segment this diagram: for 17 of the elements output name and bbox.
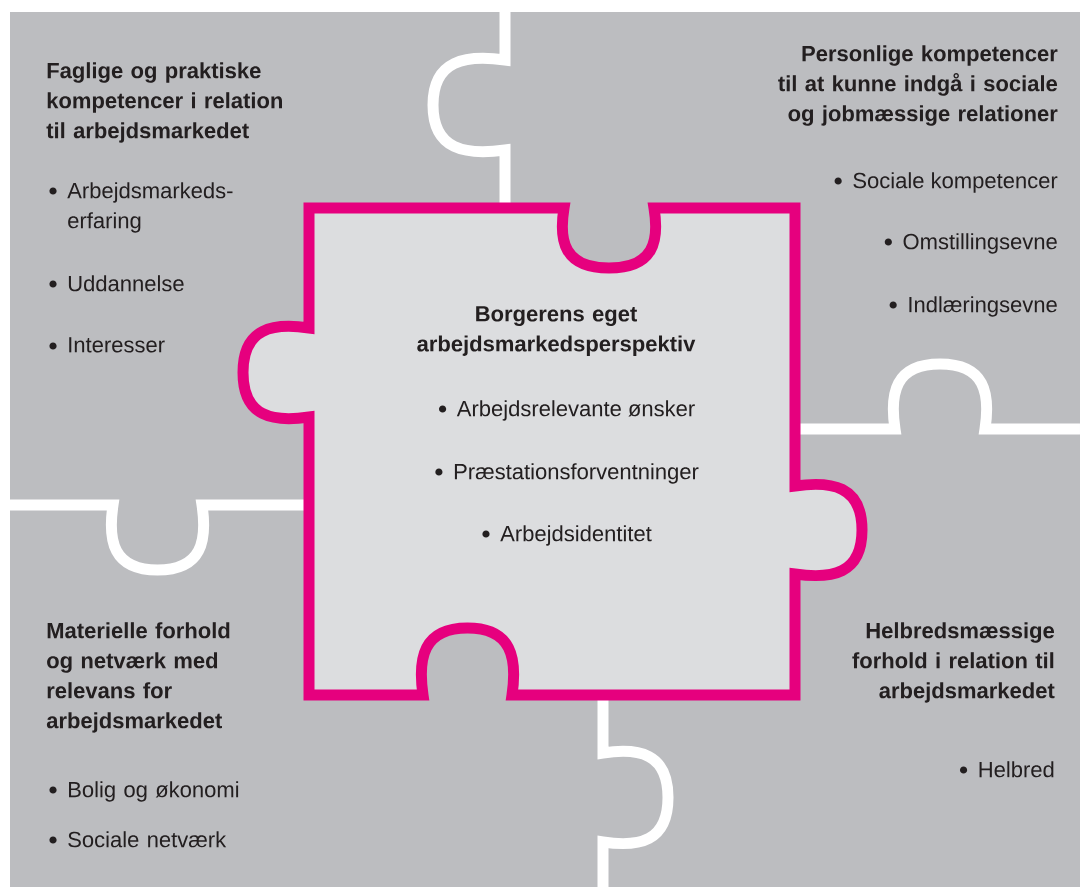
bullet-item: Arbejdsrelevante ønsker: [439, 400, 695, 421]
heading: Materielle forhold og netværk med relevans for arbejdsmarkedet: [46, 622, 230, 733]
bullet-item: Arbejdsmarkeds- erfaring: [49, 182, 233, 233]
bullet-item: Sociale kompetencer: [834, 172, 1058, 193]
bullet-item: Omstillingsevne: [884, 233, 1057, 254]
heading: Personlige kompetencer til at kunne indgå i sociale og jobmæssige relationer: [778, 45, 1058, 126]
bullet-item: Arbejdsidentitet: [482, 525, 652, 546]
heading: Faglige og praktiske kompetencer i relation til arbejdsmarkedet: [46, 62, 282, 143]
bullet-item: Indlæringsevne: [889, 296, 1057, 317]
bullet-item: Præstationsforventninger: [435, 463, 699, 484]
bullet-item: Uddannelse: [49, 275, 184, 292]
bullet-item: Helbred: [959, 761, 1054, 778]
bullet-item: Bolig og økonomi: [49, 781, 239, 802]
bullet-item: Sociale netværk: [49, 831, 227, 848]
heading: Borgerens eget arbejdsmarkedsperspektiv: [417, 306, 696, 356]
heading: Helbredsmæssige forhold i relation til arbejdsmarkedet: [852, 622, 1055, 703]
bullet-item: Interesser: [49, 337, 165, 353]
